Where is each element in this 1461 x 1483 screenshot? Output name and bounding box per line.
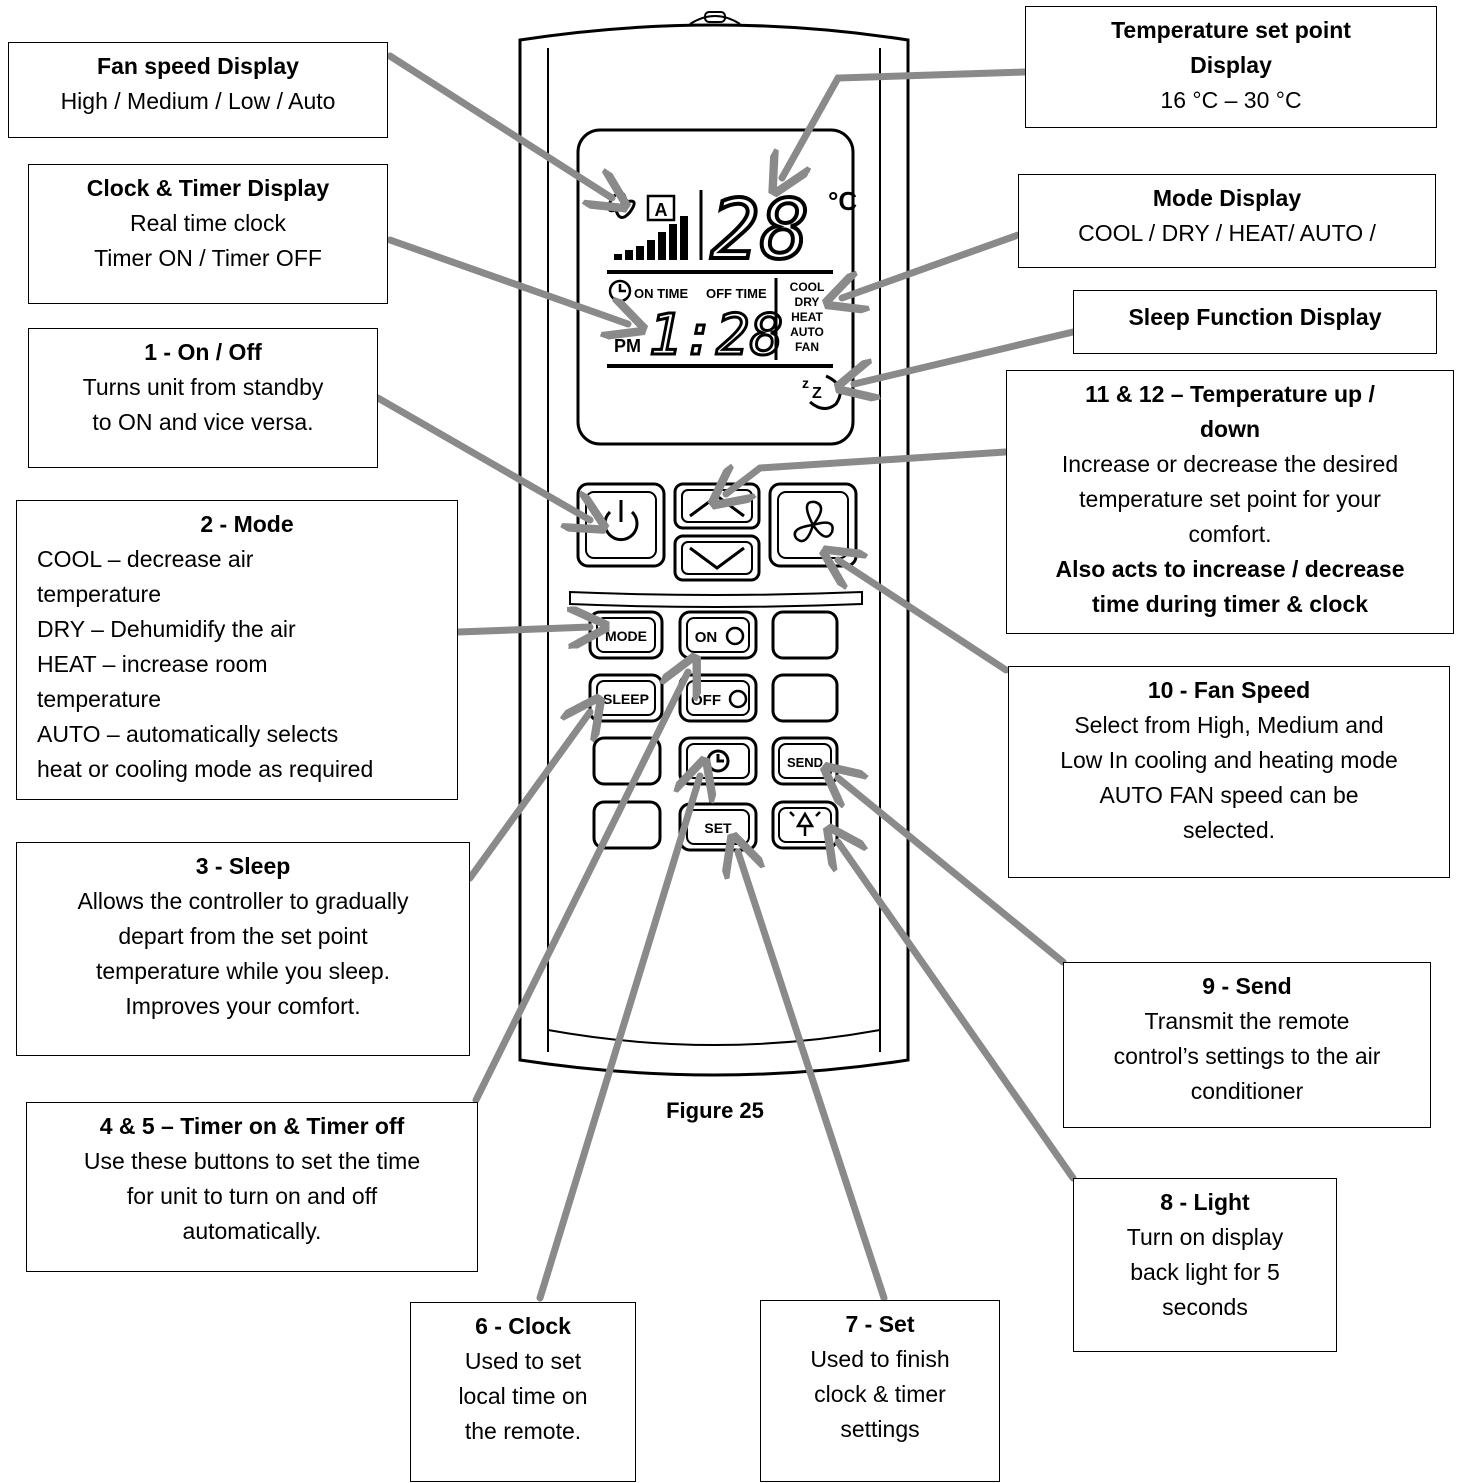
timer-off-clock-icon — [728, 689, 748, 709]
arrow-on-off — [374, 394, 590, 520]
callout-fan-speed-display: Fan speed Display High / Medium / Low / … — [8, 42, 388, 138]
power-button[interactable] — [576, 482, 666, 568]
clock-button[interactable] — [678, 736, 758, 786]
callout-temp-set-point-display: Temperature set point Display 16 °C – 30… — [1025, 6, 1437, 128]
callout-send: 9 - Send Transmit the remote control’s s… — [1063, 962, 1431, 1128]
arrow-temp-up-down — [726, 448, 1009, 494]
arrow-timer-on-off — [472, 672, 688, 1104]
arrow-fan-speed — [838, 560, 1010, 674]
light-button[interactable] — [771, 800, 839, 850]
callout-light: 8 - Light Turn on display back light for… — [1073, 1178, 1337, 1352]
am-pm-indicator: PM — [614, 336, 641, 356]
callout-temp-up-down: 11 & 12 – Temperature up / down Increase… — [1006, 370, 1454, 634]
arrow-sleep — [466, 712, 590, 882]
light-bulb-icon — [789, 811, 821, 836]
arrow-mode — [454, 627, 590, 632]
lcd-mode-auto: AUTO — [790, 325, 824, 339]
arrow-clock-timer-display — [386, 236, 628, 324]
fan-speed-button[interactable] — [768, 482, 858, 568]
on-time-label: ON TIME — [634, 286, 688, 301]
mode-button-label: MODE — [605, 628, 647, 644]
callout-on-off: 1 - On / Off Turns unit from standby to … — [28, 328, 378, 468]
blank-button-3[interactable] — [592, 736, 662, 786]
off-time-label: OFF TIME — [706, 286, 767, 301]
callout-clock-timer-display: Clock & Timer Display Real time clock Ti… — [28, 164, 388, 304]
clock-readout: 1:28 — [649, 303, 784, 368]
callout-timer-on-off: 4 & 5 – Timer on & Timer off Use these b… — [26, 1102, 478, 1272]
lcd-mode-fan: FAN — [795, 340, 819, 354]
chevron-down-icon — [689, 546, 745, 570]
arrow-set — [738, 852, 888, 1302]
arrow-sleep-display — [854, 328, 1077, 384]
timer-on-button[interactable] — [678, 610, 758, 660]
fan-icon — [793, 500, 834, 543]
temp-down-button[interactable] — [673, 534, 761, 582]
set-button-label: SET — [704, 820, 732, 836]
timer-off-button-label: OFF — [691, 692, 721, 709]
timer-on-clock-icon — [725, 626, 745, 646]
arrow-light — [838, 842, 1077, 1182]
svg-text:z: z — [802, 375, 809, 391]
callout-clock: 6 - Clock Used to set local time on the … — [410, 1302, 636, 1482]
callout-sleep-display: Sleep Function Display — [1073, 290, 1437, 354]
lcd-mode-dry: DRY — [795, 295, 820, 309]
fan-auto-indicator: A — [655, 200, 668, 220]
figure-caption: Figure 25 — [666, 1098, 764, 1123]
button-divider — [569, 590, 863, 608]
temperature-unit: °C — [828, 186, 857, 216]
lcd-screen: A 28 °C ON TIME OFF TIME 1:28 PM COOL DR… — [576, 128, 857, 446]
arrow-mode-display — [842, 231, 1022, 298]
callout-mode-display: Mode Display COOL / DRY / HEAT/ AUTO / — [1018, 174, 1436, 268]
arrow-fan-speed-display — [386, 52, 612, 198]
timer-on-button-label: ON — [695, 629, 718, 646]
arrow-clock — [536, 776, 700, 1302]
fan-level-bars — [614, 216, 688, 260]
callout-fan-speed: 10 - Fan Speed Select from High, Medium … — [1008, 666, 1450, 878]
svg-text:Z: Z — [812, 385, 822, 402]
callout-sleep: 3 - Sleep Allows the controller to gradu… — [16, 842, 470, 1056]
lcd-mode-heat: HEAT — [791, 310, 823, 324]
arrow-temp-set-point-display — [782, 68, 1029, 178]
sleep-button-label: SLEEP — [603, 691, 649, 707]
send-button-label: SEND — [787, 755, 823, 770]
lcd-mode-cool: COOL — [790, 280, 825, 294]
arrow-send — [838, 778, 1067, 966]
temp-up-button[interactable] — [673, 482, 761, 530]
callout-set: 7 - Set Used to finish clock & timer set… — [760, 1300, 1000, 1482]
blank-button-1[interactable] — [771, 610, 839, 660]
temperature-readout: 28 — [711, 183, 810, 278]
callout-mode: 2 - Mode COOL – decrease air temperature… — [16, 500, 458, 800]
blank-button-2[interactable] — [771, 673, 839, 723]
